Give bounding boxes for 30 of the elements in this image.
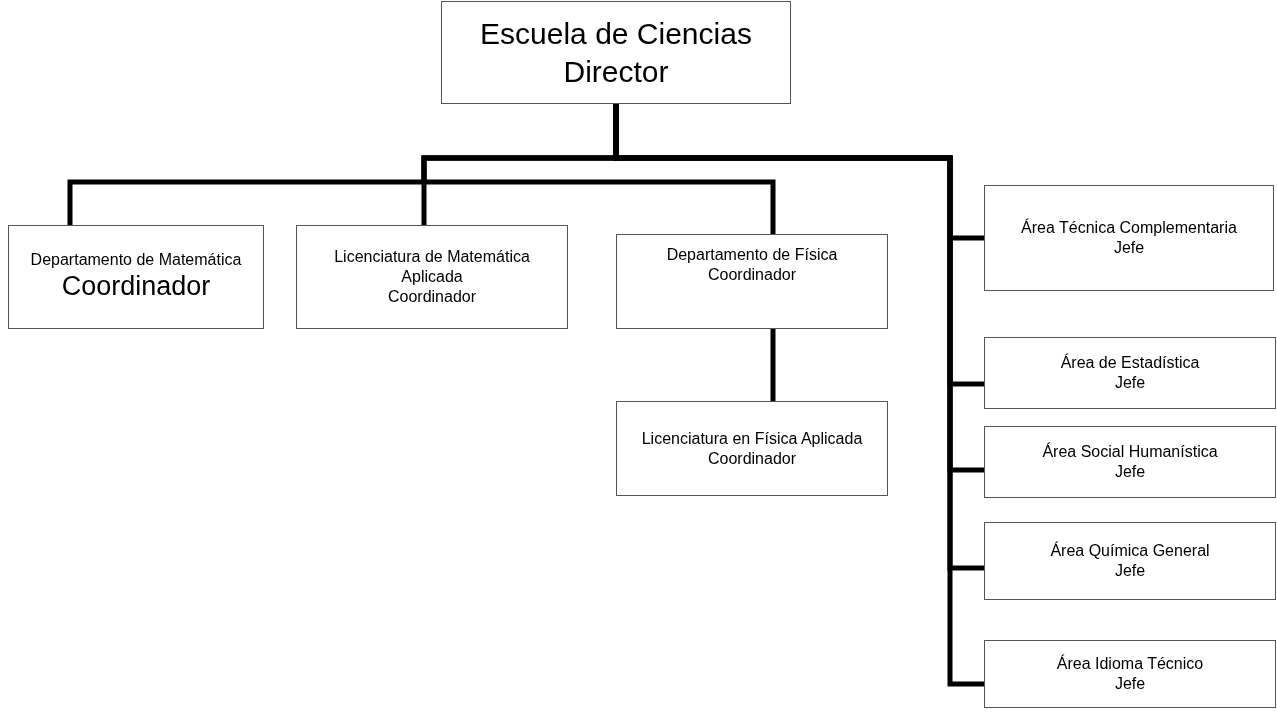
- role-title: Jefe: [1114, 462, 1146, 482]
- org-box: [984, 426, 1276, 498]
- role-title: Jefe: [1114, 561, 1146, 581]
- org-box: [984, 640, 1276, 708]
- unit-name: Área Química General: [1050, 541, 1210, 561]
- role-title: Coordinador: [61, 270, 211, 304]
- org-box: [984, 337, 1276, 409]
- unit-name: Área Idioma Técnico: [1056, 654, 1204, 674]
- role-title: Jefe: [1113, 238, 1145, 258]
- unit-name: Área de Estadística: [1060, 353, 1200, 373]
- org-box: [984, 185, 1274, 291]
- unit-name: Escuela de Ciencias: [480, 16, 752, 52]
- org-box: [296, 225, 568, 329]
- unit-name: Licenciatura en Física Aplicada: [641, 428, 863, 449]
- org-box: [616, 401, 888, 496]
- unit-name: Licenciatura de Matemática Aplicada: [333, 247, 531, 287]
- org-box: [984, 522, 1276, 600]
- unit-name: Área Social Humanística: [1042, 442, 1218, 462]
- role-title: Director: [563, 53, 669, 90]
- role-title: Jefe: [1114, 674, 1146, 694]
- role-title: Coordinador: [707, 265, 797, 285]
- org-box: [616, 234, 888, 329]
- role-title: Coordinador: [387, 287, 477, 307]
- org-box: [8, 225, 264, 329]
- unit-name: Departamento de Matemática: [30, 250, 242, 271]
- org-box: [441, 1, 791, 104]
- unit-name: Departamento de Física: [666, 245, 838, 265]
- role-title: Jefe: [1114, 373, 1146, 393]
- unit-name: Área Técnica Complementaria: [1021, 218, 1237, 238]
- role-title: Coordinador: [707, 448, 797, 469]
